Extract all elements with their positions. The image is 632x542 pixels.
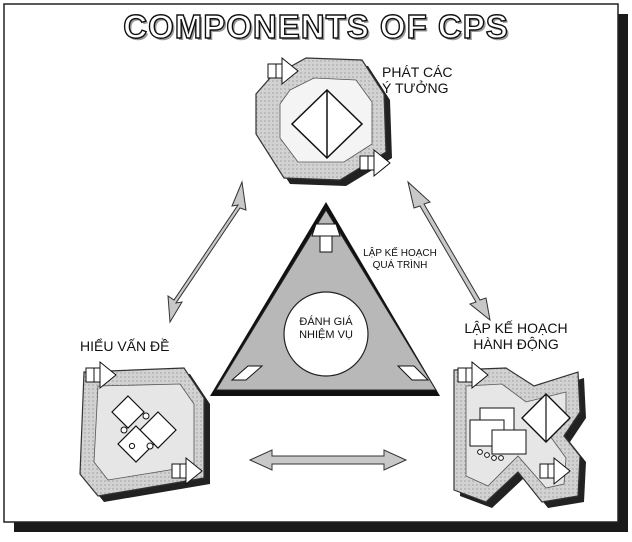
assess-task-line1: ĐÁNH GIÁ <box>299 316 353 328</box>
input-arrow-icon <box>85 360 117 390</box>
plan-action-line2: HÀNH ĐỘNG <box>473 336 559 353</box>
diagram-title: COMPONENTS OF CPS <box>123 7 509 45</box>
connector-left <box>167 180 247 324</box>
plan-action-module <box>453 360 586 508</box>
document-stack-icon <box>469 407 527 461</box>
connector-right <box>407 180 491 322</box>
input-arrow-icon <box>267 56 299 86</box>
plan-process-label: LẬP KẾ HOẠCH QUÁ TRÌNH <box>352 248 448 271</box>
corner-arrow-icon <box>311 223 341 237</box>
understand-problem-module <box>79 360 210 502</box>
plan-process-line2: QUÁ TRÌNH <box>372 259 428 271</box>
assess-task-circle <box>283 291 369 377</box>
output-arrow-icon <box>359 148 391 178</box>
corner-arrow-icon <box>230 365 264 381</box>
connector-bottom <box>248 449 408 471</box>
understand-problem-label: HIỂU VẤN ĐỀ <box>80 338 170 354</box>
plan-action-label: LẬP KẾ HOẠCH HÀNH ĐỘNG <box>446 320 586 352</box>
assess-task-label: ĐÁNH GIÁ NHIỆM VỤ <box>286 316 366 341</box>
central-triangle <box>210 202 440 396</box>
generate-ideas-line2: Ý TƯỞNG <box>382 80 449 97</box>
diamond-cluster-icon <box>111 395 177 463</box>
output-arrow-icon <box>171 456 203 486</box>
plan-action-line1: LẬP KẾ HOẠCH <box>464 320 568 336</box>
input-arrow-icon <box>457 360 489 390</box>
generate-ideas-line1: PHÁT CÁC <box>382 64 453 80</box>
assess-task-line2: NHIỆM VỤ <box>299 328 353 341</box>
corner-arrow-icon <box>396 365 430 381</box>
output-arrow-icon <box>539 456 571 486</box>
generate-ideas-module <box>255 56 392 186</box>
generate-ideas-label: PHÁT CÁC Ý TƯỞNG <box>382 64 472 96</box>
plan-process-line1: LẬP KẾ HOẠCH <box>363 248 437 259</box>
